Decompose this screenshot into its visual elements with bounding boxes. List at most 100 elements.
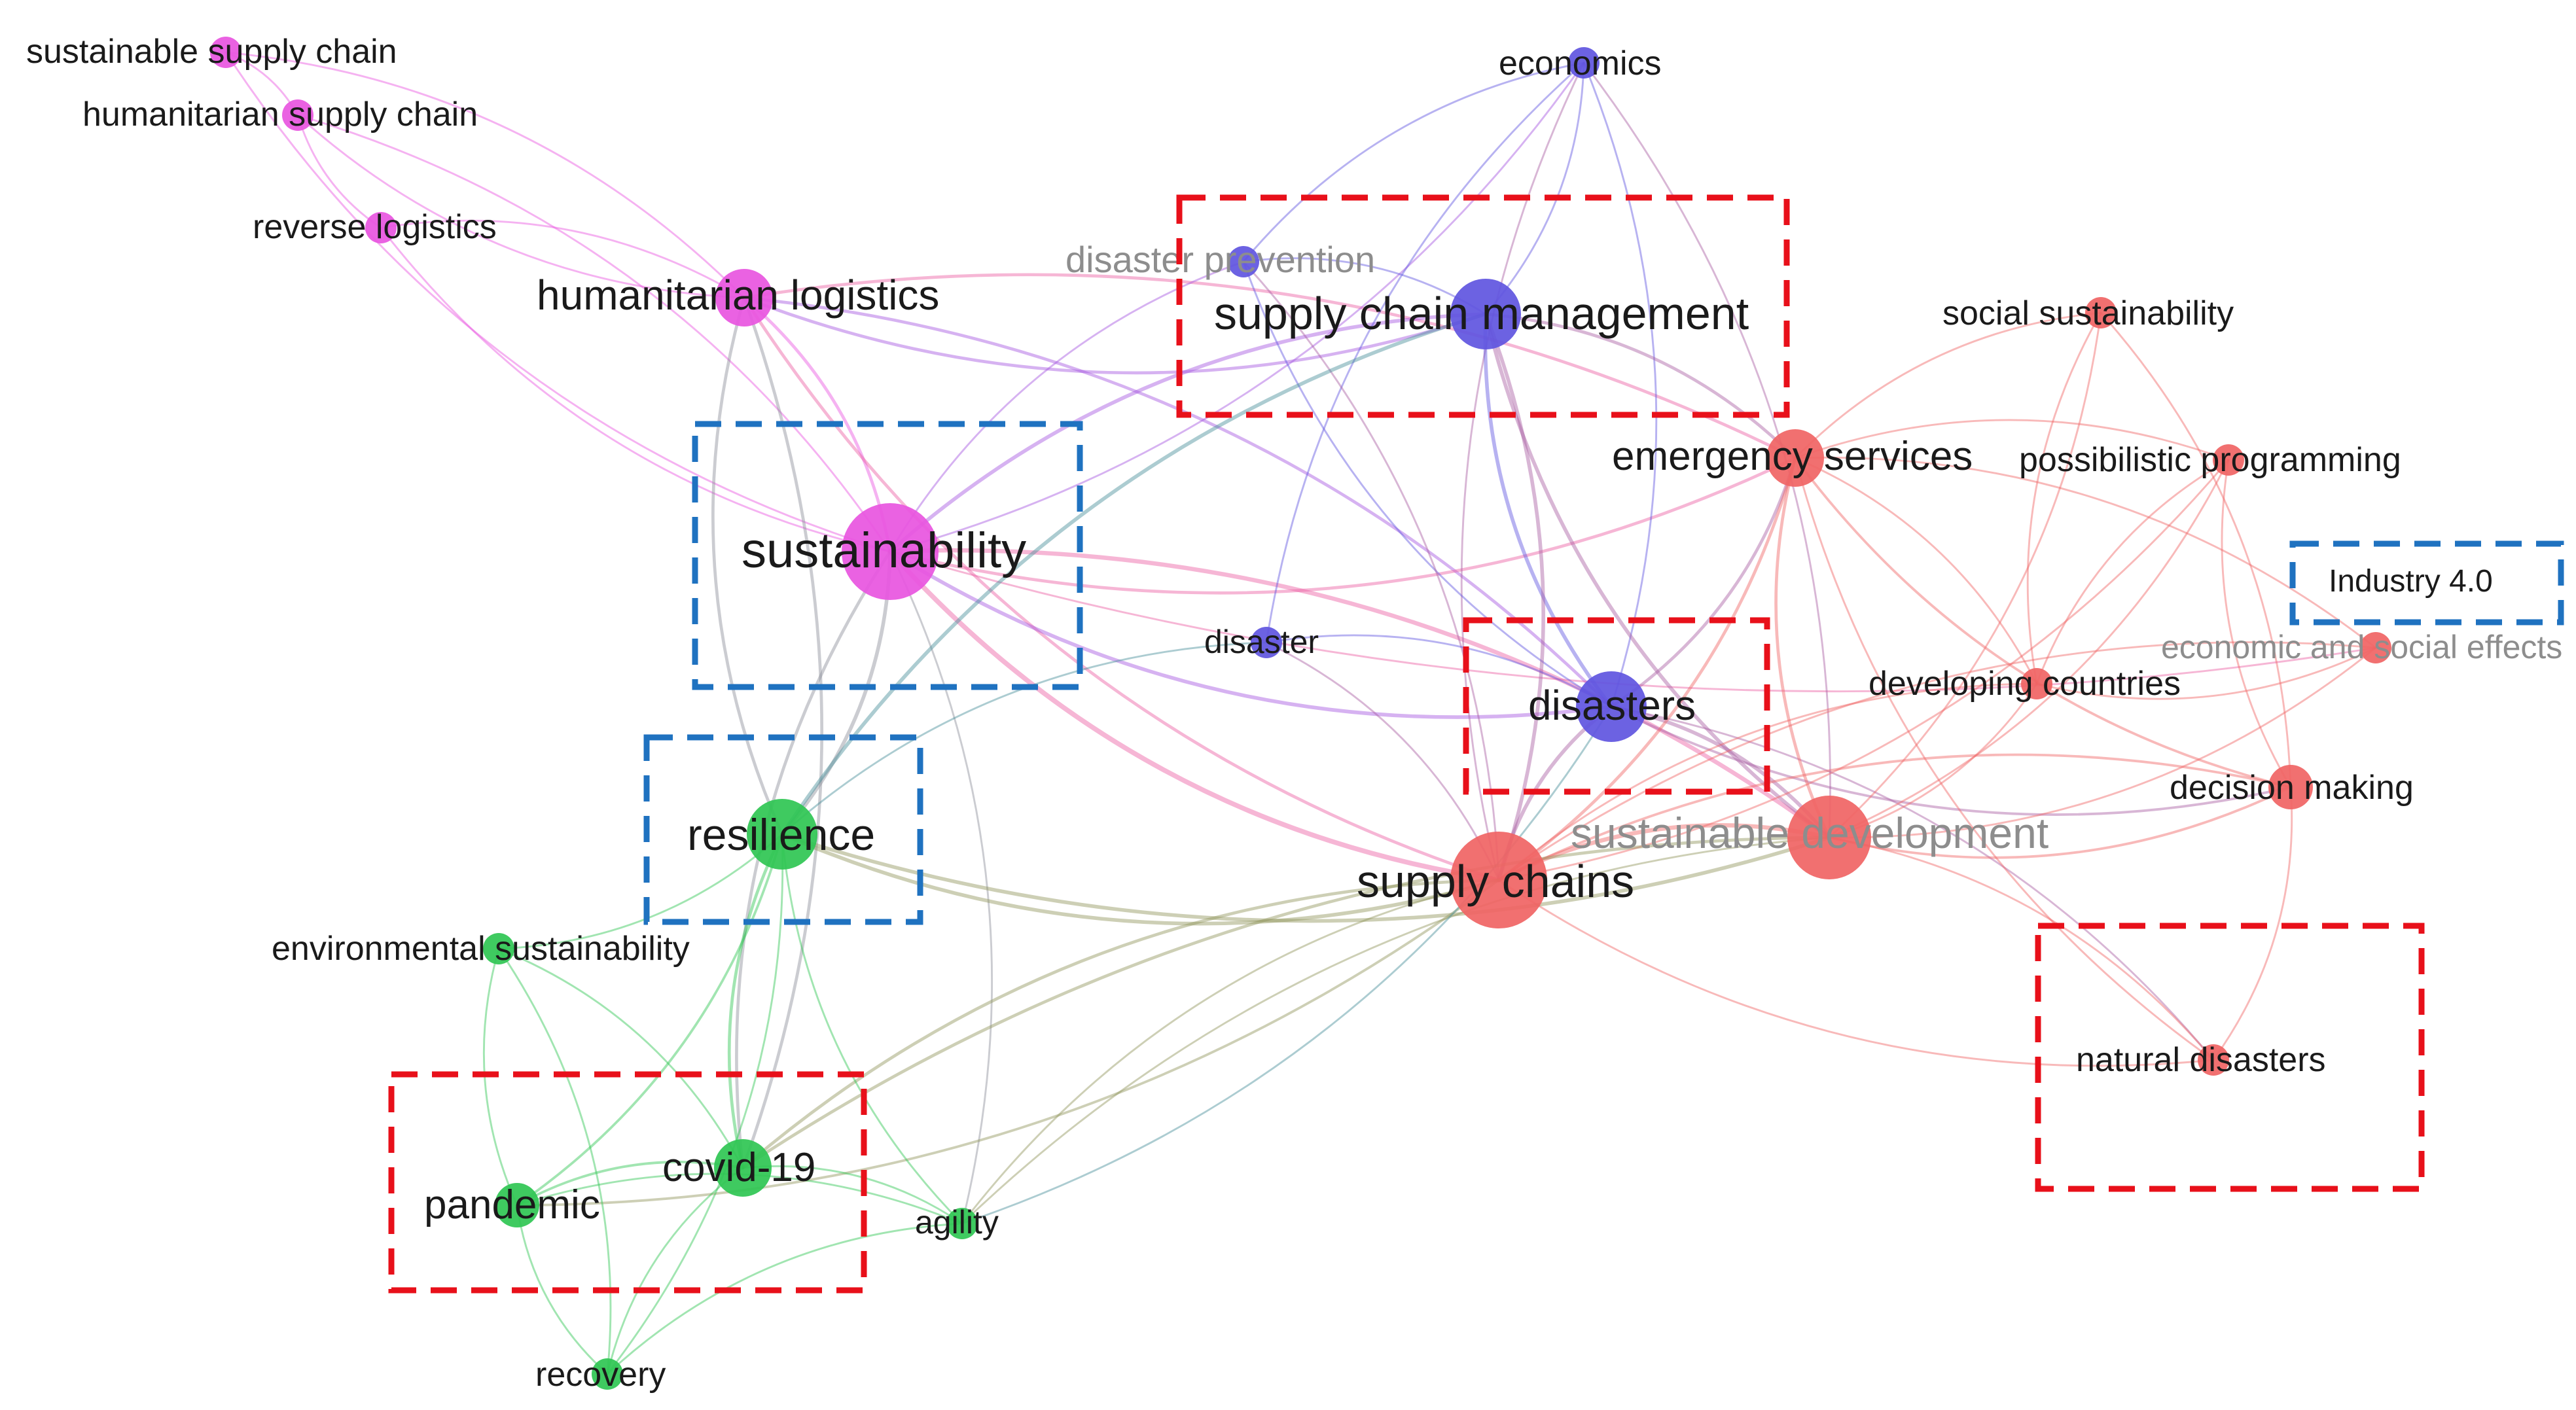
network-nodes <box>210 37 2391 1390</box>
node-economics[interactable] <box>1568 47 1600 79</box>
edge-economics-supply_chain_management <box>1484 62 1585 315</box>
edge-supply_chain_management-resilience <box>780 312 1488 836</box>
node-social-sustainability[interactable] <box>2085 297 2117 328</box>
node-covid19[interactable] <box>714 1139 772 1197</box>
node-disaster-prevention[interactable] <box>1228 246 1259 277</box>
edge-emergency_services-decision_making <box>1794 457 2292 788</box>
edge-sustainability-economics <box>889 62 1585 553</box>
node-disasters[interactable] <box>1576 671 1647 742</box>
edge-environmental_sustainability-pandemic <box>482 947 518 1207</box>
edge-economics-sustainable_development <box>1583 62 1831 839</box>
node-resilience[interactable] <box>747 799 817 870</box>
label-pandemic: pandemic <box>424 1182 600 1227</box>
label-social-sustainability: social sustainability <box>1942 294 2234 332</box>
node-natural-disasters[interactable] <box>2198 1044 2229 1076</box>
edge-resilience-environmental_sustainability <box>497 833 783 950</box>
node-environmental-sustainability[interactable] <box>483 933 514 964</box>
node-humanitarian-logistics[interactable] <box>715 269 773 326</box>
edge-disasters-emergency_services <box>1609 456 1797 709</box>
edge-possibilistic_programming-supply_chains <box>1497 459 2230 881</box>
edge-agility-recovery <box>606 1222 963 1375</box>
edge-agility-disasters <box>961 705 1613 1225</box>
label-agility: agility <box>915 1204 999 1241</box>
box-resilience <box>643 734 923 925</box>
edge-emergency_services-supply_chains <box>1497 456 1797 882</box>
edge-social_sustainability-decision_making <box>2100 311 2292 788</box>
label-resilience: resilience <box>687 810 875 860</box>
node-pandemic[interactable] <box>495 1183 539 1227</box>
edge-supply_chain_management-supply_chains <box>1484 312 1545 882</box>
label-developing-countries: developing countries <box>1869 665 2181 703</box>
label-supply-chain-management: supply chain management <box>1214 288 1749 339</box>
edge-sustainability-sustainable_development <box>887 548 1832 840</box>
edge-social_sustainability-sustainable_development <box>1828 311 2102 839</box>
edge-humanitarian_supply_chain-humanitarian_logistics <box>296 114 745 299</box>
edge-developing_countries-supply_chains <box>1497 682 2038 881</box>
node-agility[interactable] <box>946 1208 978 1239</box>
edge-decision_making-supply_chains <box>1497 753 2292 881</box>
node-sustainability[interactable] <box>842 503 939 600</box>
edge-disasters-natural_disasters <box>1610 705 2215 1061</box>
edge-covid19-pandemic <box>516 1161 744 1207</box>
node-possibilistic-programming[interactable] <box>2213 444 2244 476</box>
box-disasters <box>1463 617 1770 795</box>
edge-supply_chain_management-sustainable_development <box>1484 312 1831 839</box>
edge-humanitarian_supply_chain-sustainability <box>296 114 891 553</box>
edge-humanitarian_logistics-supply_chains <box>742 296 1501 882</box>
node-decision-making[interactable] <box>2268 765 2313 809</box>
edge-resilience-recovery <box>606 833 784 1375</box>
edge-disaster-disasters <box>1265 634 1613 708</box>
label-sustainable-supply-chain: sustainable supply chain <box>26 33 397 71</box>
network-edges <box>224 51 2377 1375</box>
edge-social_sustainability-emergency_services <box>1794 311 2102 459</box>
edge-resilience-agility <box>781 833 963 1225</box>
edge-sustainability-emergency_services <box>888 456 1797 595</box>
node-reverse-logistics[interactable] <box>365 212 397 243</box>
label-emergency-services: emergency services <box>1612 434 1973 479</box>
edge-emergency_services-natural_disasters <box>1794 457 2215 1061</box>
edge-sustainable_development-natural_disasters <box>1828 836 2215 1061</box>
node-supply-chain-management[interactable] <box>1450 279 1521 349</box>
edge-resilience-sustainable_development <box>780 832 1831 923</box>
edge-resilience-covid19 <box>727 832 784 1170</box>
node-sustainable-supply-chain[interactable] <box>210 37 241 68</box>
edge-supply_chains-natural_disasters <box>1497 879 2215 1067</box>
node-supply-chains[interactable] <box>1450 832 1547 928</box>
node-emergency-services[interactable] <box>1766 429 1824 487</box>
edge-disaster-resilience <box>781 641 1268 836</box>
label-environmental-sustainability: environmental sustainability <box>272 930 690 968</box>
label-natural-disasters: natural disasters <box>2076 1041 2326 1079</box>
edge-humanitarian_logistics-disasters <box>742 296 1613 709</box>
edge-possibilistic_programming-developing_countries <box>2035 459 2230 685</box>
edge-humanitarian_logistics-supply_chain_management <box>742 296 1488 375</box>
edge-economics-disaster <box>1265 62 1585 644</box>
node-economic-and-social-effects[interactable] <box>2360 632 2391 663</box>
edge-supply_chains-covid19 <box>741 878 1501 1170</box>
label-covid19: covid-19 <box>662 1145 815 1190</box>
label-humanitarian-supply-chain: humanitarian supply chain <box>82 96 478 133</box>
edge-humanitarian_logistics-emergency_services <box>742 273 1797 460</box>
edge-emergency_services-possibilistic_programming <box>1794 419 2230 461</box>
edge-possibilistic_programming-decision_making <box>2221 459 2292 788</box>
edge-humanitarian_logistics-covid19 <box>741 296 824 1170</box>
label-reverse-logistics: reverse logistics <box>253 208 497 246</box>
label-economics: economics <box>1499 44 1662 82</box>
label-possibilistic-programming: possibilistic programming <box>2019 441 2401 479</box>
edge-reverse_logistics-humanitarian_logistics <box>380 219 745 299</box>
edge-agility-sustainable_development <box>961 836 1831 1225</box>
edge-decision_making-natural_disasters <box>2212 786 2293 1061</box>
node-recovery[interactable] <box>592 1358 623 1390</box>
node-humanitarian-supply-chain[interactable] <box>282 99 313 131</box>
edge-economic_and_social_effects-developing_countries <box>2035 646 2377 700</box>
edge-environmental_sustainability-recovery <box>497 947 612 1375</box>
edge-covid19-agility <box>742 1165 963 1225</box>
edge-economic_and_social_effects-supply_chains <box>1497 641 2377 881</box>
node-developing-countries[interactable] <box>2021 668 2052 699</box>
edge-possibilistic_programming-sustainable_development <box>1828 459 2230 839</box>
node-sustainable-development[interactable] <box>1787 796 1871 879</box>
edge-sustainability-supply_chains <box>887 549 1501 883</box>
node-disaster[interactable] <box>1251 627 1282 658</box>
box-industry-4 <box>2289 540 2564 626</box>
edge-supply_chains-pandemic <box>516 879 1500 1207</box>
